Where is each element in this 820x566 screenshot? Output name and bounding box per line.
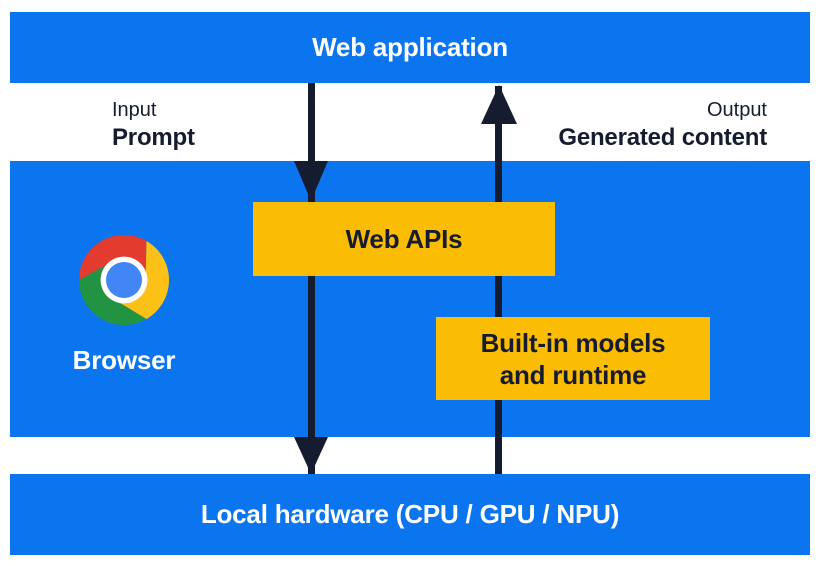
web-application-bar: Web application: [10, 12, 810, 83]
input-label-group: Input Prompt: [112, 97, 195, 153]
output-label-group: Output Generated content: [558, 97, 767, 153]
arrowhead-down-into-hardware: [294, 437, 328, 474]
arrowhead-up-into-web-application: [481, 85, 517, 124]
built-in-models-label-line1: Built-in models: [480, 327, 666, 358]
web-apis-label: Web APIs: [345, 223, 463, 254]
built-in-models-box: Built-in models and runtime: [436, 317, 710, 400]
input-title: Input: [112, 99, 157, 121]
browser-label: Browser: [72, 345, 176, 375]
output-value-generated-content: Generated content: [558, 124, 767, 151]
local-hardware-bar: Local hardware (CPU / GPU / NPU): [10, 474, 810, 555]
input-value-prompt: Prompt: [112, 124, 195, 151]
chrome-browser-icon: [79, 235, 169, 325]
output-title: Output: [706, 99, 767, 121]
output-flow-arrow-line: [495, 86, 502, 474]
local-hardware-label: Local hardware (CPU / GPU / NPU): [200, 499, 620, 529]
web-apis-box: Web APIs: [253, 202, 555, 276]
input-flow-arrow-line: [308, 83, 315, 474]
web-application-label: Web application: [312, 32, 508, 62]
built-in-models-label-line2: and runtime: [499, 359, 647, 390]
